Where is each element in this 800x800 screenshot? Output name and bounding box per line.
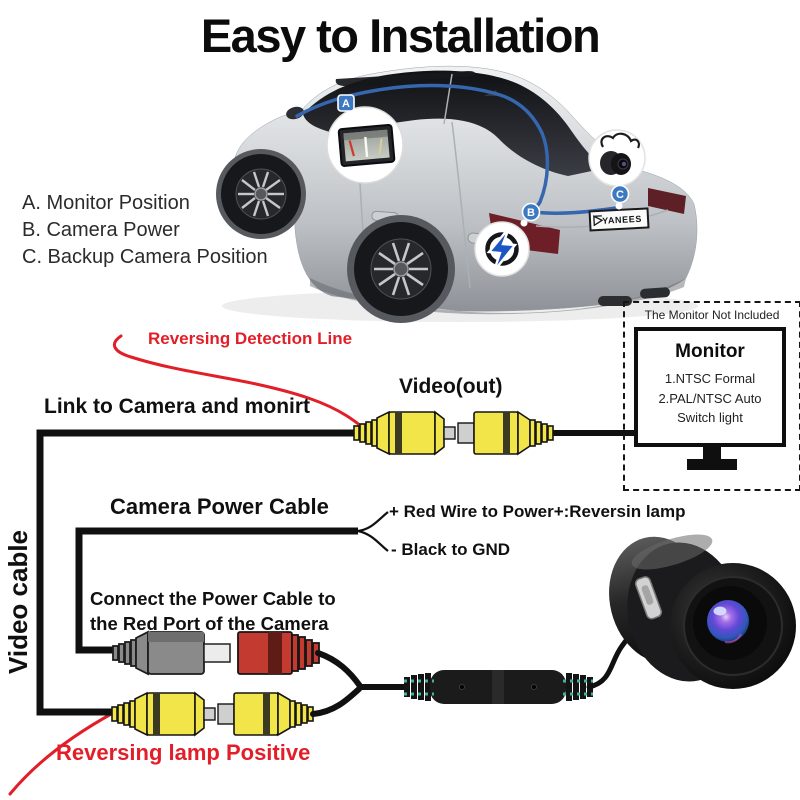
label-black-to-gnd: - Black to GND (391, 540, 511, 559)
dc-power-connector-gray (112, 630, 231, 676)
label-reversing-detection-line: Reversing Detection Line (148, 329, 353, 348)
car-greenhouse (303, 70, 606, 176)
front-wheel (216, 149, 306, 239)
monitor-spec-1: 1.NTSC Formal (664, 371, 756, 386)
label-video-cable: Video cable (3, 529, 34, 675)
reversing-rca-cable (310, 686, 362, 717)
label-video-out: Video(out) (399, 375, 503, 398)
car-sunroof (335, 71, 476, 86)
label-red-wire-to-power: + Red Wire to Power+:Reversin lamp (389, 502, 686, 521)
taillight-right (648, 188, 686, 214)
label-camera-power-cable: Camera Power Cable (110, 494, 329, 519)
red-wire-branch (357, 511, 389, 533)
rca-male-video-out (353, 410, 456, 456)
monitor-spec-2: 2.PAL/NTSC Auto (658, 390, 762, 406)
badge-b-dot (520, 219, 528, 227)
badge-b: B (521, 202, 541, 222)
backup-camera-photo (586, 534, 796, 690)
reversing-lamp-curve (8, 711, 115, 796)
plate-logo-icon (593, 215, 604, 227)
camera-callout (588, 129, 646, 187)
badge-b-label: B (527, 207, 535, 219)
dc-plug-tip (203, 643, 231, 663)
badge-c: C (610, 184, 630, 204)
camera-power-wire (75, 527, 358, 654)
monitor-note: The Monitor Not Included (644, 308, 780, 322)
red-port-cable (315, 650, 363, 689)
reversing-detection-curve (112, 334, 368, 432)
rca-female-video-out (457, 410, 554, 456)
camera-lens (707, 600, 749, 642)
power-ring (485, 232, 519, 266)
exhaust-right (640, 287, 670, 299)
car-door-seam-2 (451, 121, 471, 289)
monitor-screen: Monitor 1.NTSC Formal 2.PAL/NTSC Auto Sw… (634, 327, 786, 447)
page-title: Easy to Installation (200, 9, 601, 62)
badge-c-dot (615, 202, 623, 210)
monitor-callout (326, 106, 404, 184)
badge-a-label: A (342, 98, 350, 110)
cable-junction (404, 670, 593, 704)
legend-backup-camera-position: C. Backup Camera Position (22, 246, 268, 268)
gnd-branch (357, 529, 389, 552)
video-cable-wire (36, 429, 354, 716)
position-legend: A. Monitor Position B. Camera Power C. B… (22, 190, 268, 271)
legend-camera-power: B. Camera Power (22, 219, 180, 241)
mini-camera-wire (600, 132, 640, 149)
rear-wheel (347, 215, 455, 323)
lightning-bolt-icon (486, 227, 518, 272)
monitor-title: Monitor (675, 341, 745, 362)
monitor-not-included-box: The Monitor Not Included Monitor 1.NTSC … (623, 301, 800, 491)
monitor-spec-3: Switch light (677, 410, 743, 425)
dc-power-port-red (237, 631, 320, 675)
wiring-diagram (8, 334, 636, 796)
monitor-stand-neck (703, 447, 721, 459)
monitor-stand-base (687, 459, 737, 470)
badge-a: A (337, 94, 355, 112)
power-callout (474, 221, 530, 277)
license-plate: YANEES (588, 207, 650, 232)
badge-c-label: C (616, 189, 624, 201)
label-connect-power-line2: the Red Port of the Camera (90, 613, 329, 634)
car-bpillar (443, 73, 453, 125)
rca-male-reversing (111, 691, 216, 737)
label-link-to-camera: Link to Camera and monirt (44, 395, 311, 418)
cable-route-line-rear (531, 206, 618, 215)
legend-monitor-position: A. Monitor Position (22, 192, 190, 214)
label-reversing-lamp-positive: Reversing lamp Positive (56, 740, 311, 765)
plate-text: YANEES (602, 214, 642, 226)
car-illustration: YANEES (216, 65, 698, 323)
rca-female-reversing (217, 691, 314, 737)
label-connect-power-line1: Connect the Power Cable to (90, 588, 336, 609)
